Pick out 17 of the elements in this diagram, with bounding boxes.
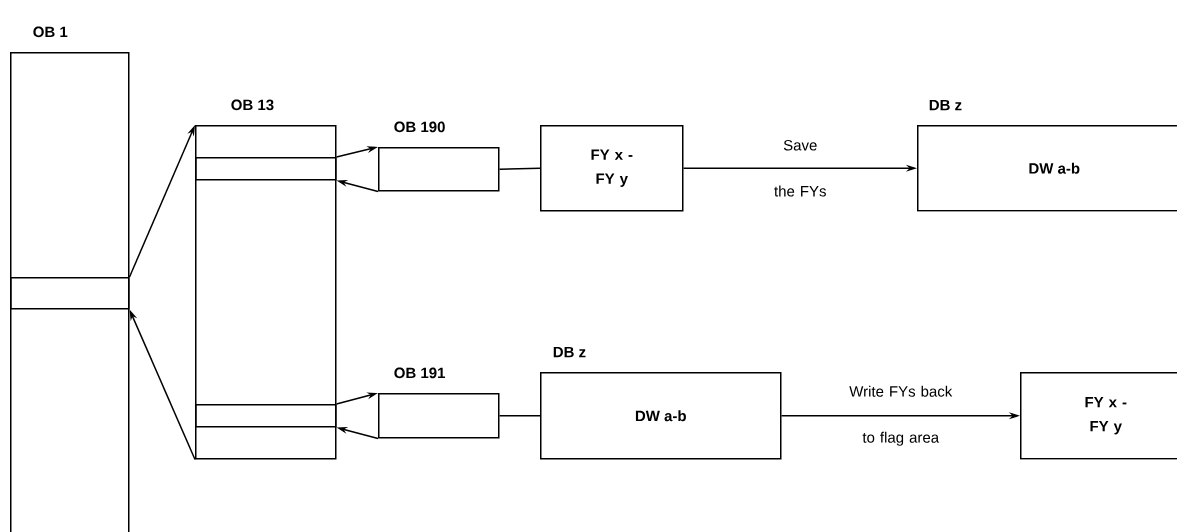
segment-box — [195, 157, 337, 181]
block-title: OB 190 — [394, 121, 445, 133]
block-title: OB 1 — [33, 26, 68, 38]
block-title: DB z — [929, 99, 962, 111]
connector-line — [498, 167, 541, 170]
block-box: DW a-b — [917, 125, 1177, 212]
block-title: DB z — [553, 346, 586, 358]
edge-label: Write FYs back to flag area — [849, 385, 953, 446]
edge-label: Save the FYs — [774, 139, 826, 197]
block-title: OB 191 — [394, 367, 445, 379]
segment-box — [10, 277, 130, 310]
block-box: DW a-b — [540, 372, 782, 460]
block-box: FY x - FY y — [1020, 372, 1177, 460]
connector-line — [498, 415, 541, 417]
block-box: FY x - FY y — [540, 125, 684, 212]
segment-box — [195, 404, 337, 428]
block-title: OB 13 — [231, 99, 274, 111]
